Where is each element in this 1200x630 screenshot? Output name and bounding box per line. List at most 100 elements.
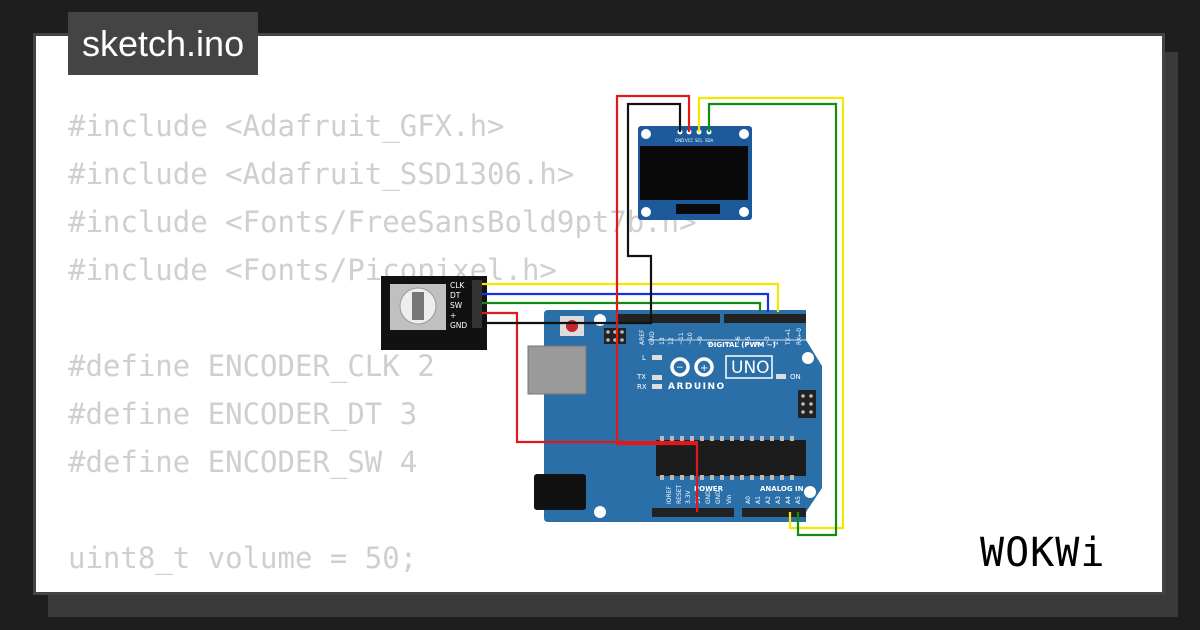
led-l: [652, 355, 662, 360]
digital-pin-label: ~5: [745, 336, 752, 345]
oled-screen: [640, 146, 748, 200]
digital-pin-label: AREF: [639, 329, 646, 345]
encoder-pin-label: SW: [450, 301, 463, 310]
mount-hole: [594, 506, 606, 518]
encoder-pin-header: [472, 280, 482, 328]
wires: [482, 94, 845, 537]
digital-pin-label: ~11: [678, 332, 685, 345]
on-label: ON: [790, 373, 801, 381]
digital-pin-label: ~3: [764, 336, 771, 345]
chip-pins-top: [660, 436, 794, 441]
oled-ribbon: [676, 204, 720, 214]
file-tab[interactable]: sketch.ino: [68, 12, 259, 75]
digital-pin-label: 12: [668, 337, 675, 345]
analog-header: [742, 508, 806, 517]
mount-hole: [594, 314, 606, 326]
led-rx: [652, 384, 662, 389]
analog-pin-label: A4: [785, 496, 792, 504]
digital-pin-label: GND: [649, 331, 656, 345]
infinity-minus: −: [676, 363, 684, 373]
oled-hole: [739, 207, 749, 217]
encoder-pin-label: DT: [450, 291, 461, 300]
oled-hole: [641, 207, 651, 217]
analog-pin-label: A3: [775, 496, 782, 504]
code-line[interactable]: #include <Adafruit_SSD1306.h>: [68, 157, 575, 191]
code-line[interactable]: #define ENCODER_CLK 2: [68, 349, 435, 383]
oled-pin-label: GND: [675, 138, 684, 143]
arduino-uno-board[interactable]: L TX RX ON − + UNO ARDUINO DIGITAL (PWM …: [527, 310, 822, 522]
led-l-label: L: [642, 354, 646, 362]
code-line[interactable]: #include <Adafruit_GFX.h>: [68, 109, 505, 143]
mount-hole: [802, 352, 814, 364]
encoder-pin-label: +: [450, 311, 456, 320]
led-on: [776, 374, 786, 379]
code-line[interactable]: uint8_t bass = 25;: [68, 582, 697, 592]
usb-port: [527, 345, 587, 395]
digital-pin-label: 13: [659, 337, 666, 345]
digital-pin-label: 2: [773, 341, 780, 345]
power-pin-label: Vin: [726, 494, 733, 504]
digital-header-1: [618, 314, 720, 323]
code-line[interactable]: #define ENCODER_DT 3: [68, 397, 418, 431]
wire-yellow-clk: [482, 282, 780, 312]
uno-box: [725, 355, 773, 379]
digital-pin-label: ~6: [735, 336, 742, 345]
power-header: [652, 508, 734, 517]
analog-label: ANALOG IN: [760, 485, 804, 493]
arduino-infinity-icon: [670, 357, 714, 377]
power-pin-label: IOREF: [666, 486, 673, 504]
icsp-header: [604, 328, 626, 344]
led-tx: [652, 375, 662, 380]
wokwi-logo-text: WOKWi: [980, 530, 1105, 576]
oled-pin-label: SCL: [695, 138, 703, 143]
digital-pin-label: RX←0: [796, 328, 803, 345]
wire-blue-dt: [482, 292, 770, 312]
digital-pin-label: TX→1: [785, 328, 792, 346]
power-pin-label: GND: [705, 490, 712, 504]
encoder-shaft: [412, 292, 424, 320]
reset-button-cap: [566, 320, 578, 332]
power-label: POWER: [694, 485, 724, 493]
wire-green-sda: [707, 102, 838, 537]
analog-pin-label: A5: [795, 496, 802, 504]
wokwi-logo: WOKWi: [980, 530, 1105, 576]
code-line[interactable]: #define ENCODER_SW 4: [68, 445, 418, 479]
digital-pin-label: ~9: [697, 336, 704, 345]
digital-header-2: [724, 314, 806, 323]
wire-green-sw: [482, 301, 762, 312]
wire-black-encoder-gnd: [482, 312, 653, 325]
arduino-brand: ARDUINO: [668, 382, 726, 392]
digital-pin-label: 4: [754, 341, 761, 345]
mount-hole: [804, 486, 816, 498]
oled-pin-label: SDA: [705, 138, 714, 143]
wire-red-oled-vcc: [615, 94, 697, 446]
digital-pin-label: 7: [725, 341, 732, 345]
wire-red-encoder-vcc: [482, 311, 699, 512]
analog-pin-label: A2: [765, 496, 772, 504]
icsp-header-2: [798, 390, 816, 418]
power-pin-label: 5V: [695, 495, 702, 504]
led-tx-label: TX: [636, 373, 646, 381]
oled-hole: [739, 129, 749, 139]
code-line[interactable]: uint8_t volume = 50;: [68, 541, 418, 575]
led-rx-label: RX: [637, 383, 647, 391]
atmega-chip: [656, 440, 806, 476]
oled-display[interactable]: GND VCC SCL SDA: [638, 126, 752, 220]
oled-hole: [641, 129, 651, 139]
analog-pin-label: A1: [755, 496, 762, 504]
infinity-plus: +: [700, 363, 708, 374]
digital-pin-label: ~10: [687, 332, 694, 345]
digital-pin-label: 8: [707, 341, 714, 345]
power-pin-label: 3.3V: [685, 489, 692, 504]
encoder-pin-label: CLK: [450, 281, 465, 290]
dc-jack: [534, 474, 586, 510]
power-pin-label: RESET: [676, 484, 683, 504]
wire-yellow-scl: [697, 96, 845, 530]
digital-label: DIGITAL (PWM ~): [708, 341, 776, 349]
chip-pins-bottom: [660, 475, 794, 480]
